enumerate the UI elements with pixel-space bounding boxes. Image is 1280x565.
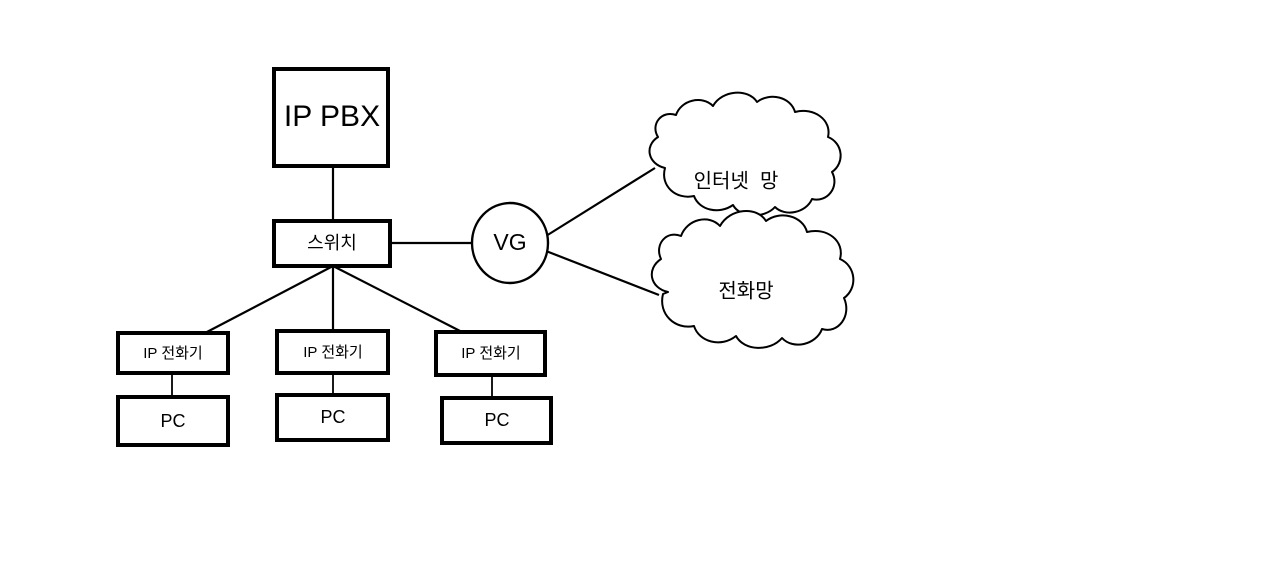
node-vg[interactable]: VG <box>470 201 550 285</box>
link-switch-to-ip-phone-3 <box>332 265 463 333</box>
pc-2-box <box>275 393 390 442</box>
node-phone-cloud[interactable]: 전화망 <box>650 209 855 349</box>
internet-cloud-label: 인터넷 망 <box>694 169 779 192</box>
ip-phone-2-box <box>275 329 390 375</box>
ip-pbx-box <box>272 67 390 168</box>
link-vg-to-phone-cloud <box>545 249 660 297</box>
ip-phone-2-label: IP 전화기 <box>303 344 362 361</box>
node-switch[interactable]: 스위치 <box>272 219 392 268</box>
node-pc-3[interactable]: PC <box>440 396 553 445</box>
pc-1-box <box>116 395 230 447</box>
pc-3-box <box>440 396 553 445</box>
node-internet-cloud[interactable]: 인터넷 망 <box>648 91 842 217</box>
node-ip-phone-1[interactable]: IP 전화기 <box>116 331 230 375</box>
pc-2-label: PC <box>320 407 345 427</box>
link-vg-to-internet-cloud <box>545 167 656 237</box>
internet-cloud-shape <box>648 91 842 217</box>
phone-cloud-shape <box>650 209 855 349</box>
node-ip-phone-3[interactable]: IP 전화기 <box>434 330 547 377</box>
pc-1-label: PC <box>160 411 185 431</box>
phone-cloud-label: 전화망 <box>718 279 773 302</box>
switch-box <box>272 219 392 268</box>
ip-phone-1-box <box>116 331 230 375</box>
pc-3-label: PC <box>484 410 509 430</box>
ip-phone-1-label: IP 전화기 <box>143 345 202 362</box>
switch-label: 스위치 <box>307 233 357 253</box>
link-switch-to-ip-phone-1 <box>204 265 334 334</box>
vg-circle <box>470 201 550 285</box>
node-pc-1[interactable]: PC <box>116 395 230 447</box>
node-pc-2[interactable]: PC <box>275 393 390 442</box>
ip-phone-3-box <box>434 330 547 377</box>
ip-pbx-label: IP PBX <box>284 100 380 133</box>
node-ip-pbx[interactable]: IP PBX <box>272 67 390 168</box>
ip-phone-3-label: IP 전화기 <box>461 345 520 362</box>
node-ip-phone-2[interactable]: IP 전화기 <box>275 329 390 375</box>
vg-label: VG <box>493 229 526 255</box>
